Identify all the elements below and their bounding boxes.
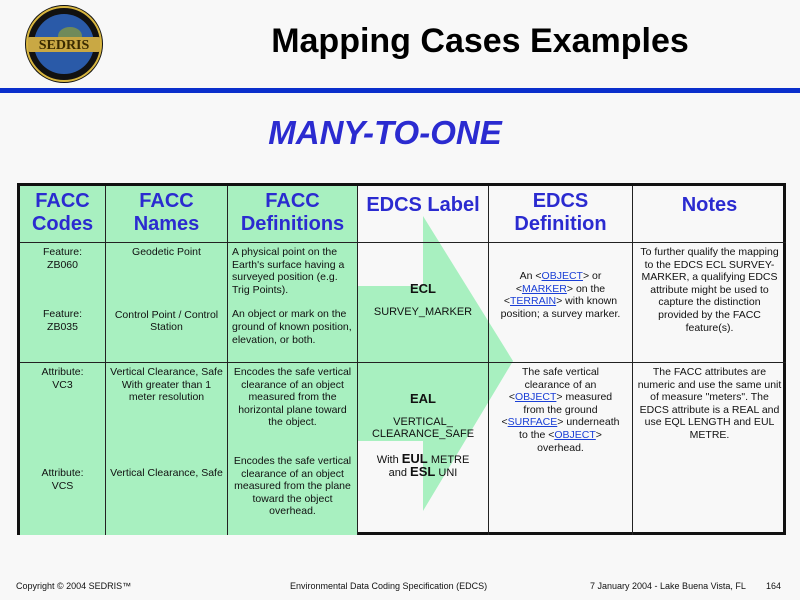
link-object[interactable]: OBJECT xyxy=(554,428,596,441)
slide-title: Mapping Cases Examples xyxy=(271,22,689,60)
label-units: With EUL METRE and ESL UNI xyxy=(362,450,484,480)
label-survey-marker: SURVEY_MARKER xyxy=(373,305,473,318)
def-geodetic-point: A physical point on the Earth's surface … xyxy=(232,246,345,296)
label-vertical-clearance-safe: VERTICAL_ CLEARANCE_SAFE xyxy=(371,415,475,441)
row2-edcs-definition: The safe vertical clearance of an <OBJEC… xyxy=(489,363,633,535)
header-facc-names: FACC Names xyxy=(106,186,228,243)
svg-text:SEDRIS: SEDRIS xyxy=(39,38,90,53)
name-geodetic-point: Geodetic Point xyxy=(132,246,201,258)
name-vcs: Vertical Clearance, Safe xyxy=(110,466,223,479)
mapping-table: FACC Codes FACC Names FACC Definitions E… xyxy=(17,183,786,535)
name-control-point: Control Point / Control Station xyxy=(114,308,219,334)
header-edcs-label: EDCS Label xyxy=(358,186,489,243)
code-vc3: Attribute: VC3 xyxy=(41,366,84,391)
row1-codes: Feature: ZB060 Feature: ZB035 xyxy=(20,243,106,363)
slide-subtitle: MANY-TO-ONE xyxy=(268,114,502,151)
text: The safe vertical clearance of an < xyxy=(508,366,600,404)
def-vcs: Encodes the safe vertical clearance of a… xyxy=(233,454,352,518)
link-marker[interactable]: MARKER xyxy=(521,282,567,295)
row2-codes: Attribute: VC3 Attribute: VCS xyxy=(20,363,106,535)
footer-copyright: Copyright © 2004 SEDRIS™ xyxy=(16,581,132,591)
header-facc-definitions: FACC Definitions xyxy=(228,186,358,243)
esl-code: ESL xyxy=(410,464,436,480)
sedris-logo: SEDRIS xyxy=(25,5,103,83)
text: UNI xyxy=(438,467,458,480)
def-vc3: Encodes the safe vertical clearance of a… xyxy=(233,366,352,429)
row1-notes: To further qualify the mapping to the ED… xyxy=(633,243,786,363)
link-object[interactable]: OBJECT xyxy=(514,391,557,404)
code-vcs: Attribute: VCS xyxy=(41,467,84,492)
label-ecl: ECL xyxy=(410,281,436,296)
link-surface[interactable]: SURFACE xyxy=(507,416,558,429)
mapping-arrow xyxy=(358,216,513,511)
eul-code: EUL xyxy=(401,450,428,466)
header-facc-codes: FACC Codes xyxy=(20,186,106,243)
footer-date: 7 January 2004 - Lake Buena Vista, FL xyxy=(590,581,746,591)
link-terrain[interactable]: TERRAIN xyxy=(510,295,557,308)
code-zb035: Feature: ZB035 xyxy=(42,308,83,333)
text: > with known position; a survey marker. xyxy=(500,295,621,320)
text: > underneath to the < xyxy=(519,416,620,441)
text: > overhead. xyxy=(537,428,602,454)
text: With xyxy=(376,453,399,466)
row1-definitions: A physical point on the Earth's surface … xyxy=(228,243,358,363)
code-zb060: Feature: ZB060 xyxy=(42,246,83,271)
row2-definitions: Encodes the safe vertical clearance of a… xyxy=(228,363,358,535)
row2-notes: The FACC attributes are numeric and use … xyxy=(637,366,782,441)
header-edcs-definition: EDCS Definition xyxy=(489,186,633,243)
text: An < xyxy=(519,270,542,282)
link-object[interactable]: OBJECT xyxy=(541,270,583,282)
row2-names: Vertical Clearance, Safe With greater th… xyxy=(106,363,228,535)
def-control-point: An object or mark on the ground of known… xyxy=(232,308,352,346)
row1-edcs-definition: An <OBJECT> or <MARKER> on the <TERRAIN>… xyxy=(489,243,633,363)
row2-edcs-label: EAL VERTICAL_ CLEARANCE_SAFE With EUL ME… xyxy=(358,363,489,535)
label-eal: EAL xyxy=(410,391,436,406)
page-number: 164 xyxy=(766,581,782,591)
footer-title: Environmental Data Coding Specification … xyxy=(290,581,488,591)
text: METRE xyxy=(430,453,470,466)
text: and xyxy=(388,467,407,480)
row1-names: Geodetic Point Control Point / Control S… xyxy=(106,243,228,363)
name-vc3: Vertical Clearance, Safe With greater th… xyxy=(110,366,223,404)
text: > measured from the ground < xyxy=(501,391,613,429)
text: > or < xyxy=(515,270,602,295)
row1-edcs-label: ECL SURVEY_MARKER xyxy=(358,243,489,363)
title-rule xyxy=(0,88,800,93)
header-notes: Notes xyxy=(633,186,786,243)
text: > on the < xyxy=(503,282,606,308)
